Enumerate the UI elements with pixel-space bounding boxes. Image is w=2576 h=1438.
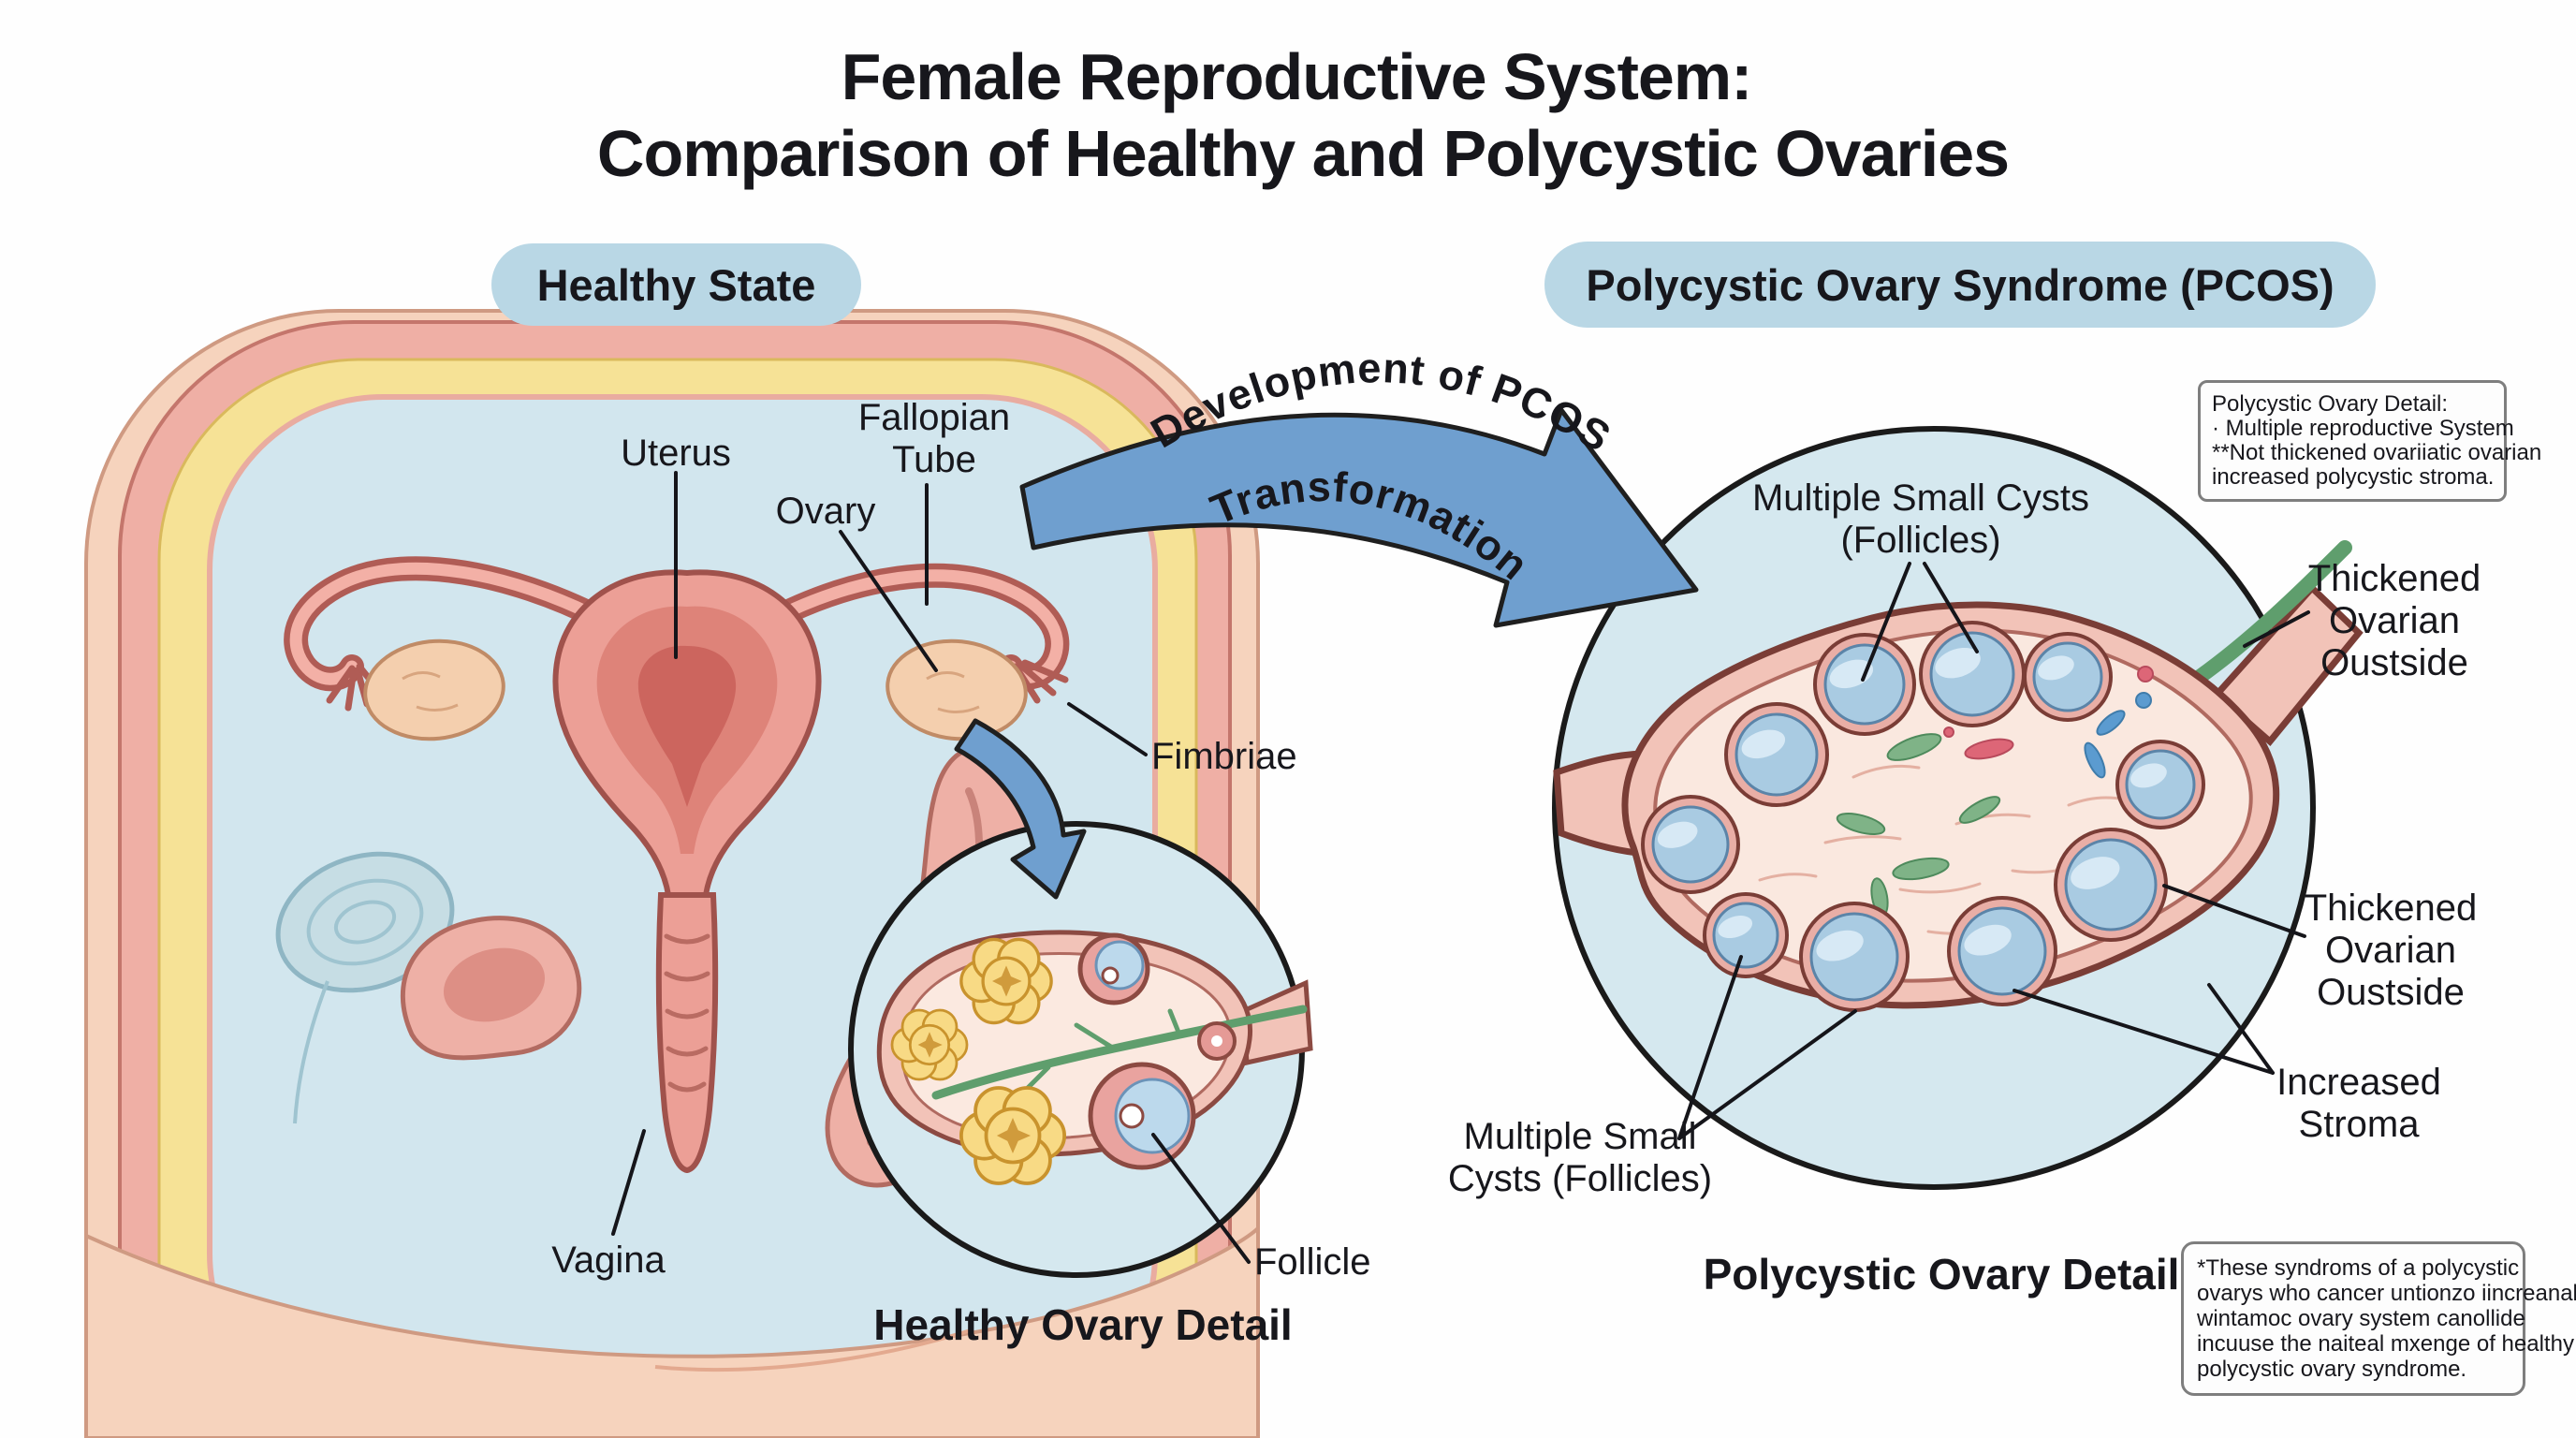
label-cysts-top: Multiple Small Cysts (Follicles) (1751, 477, 2090, 561)
label-cysts-bottom: Multiple Small Cysts (Follicles) (1447, 1116, 1713, 1199)
cyst (2115, 740, 2205, 829)
cyst (2054, 828, 2168, 942)
note-top-line: Polycystic Ovary Detail: (2212, 391, 2449, 417)
urethra-illustration (293, 980, 329, 1124)
note-bottom-line: wintamoc ovary system canollide (2197, 1306, 2525, 1331)
label-fallopian-tube: Fallopian Tube (857, 397, 1011, 480)
transformation-arrow (1019, 407, 1699, 628)
cyst (1799, 902, 1910, 1012)
cyst (1947, 896, 2057, 1006)
cyst (1641, 795, 1740, 894)
note-bottom-line: incuuse the naiteal mxenge of healthy (2197, 1331, 2574, 1357)
label-vagina: Vagina (551, 1240, 666, 1281)
note-bottom-line: ovarys who cancer untionzo iincreanal (2197, 1281, 2576, 1306)
pcos-badge: Polycystic Ovary Syndrome (PCOS) (1544, 242, 2376, 328)
healthy-detail-caption: Healthy Ovary Detail (873, 1300, 1293, 1349)
ovary-right-illustration (886, 638, 1028, 741)
corpus-luteum (959, 937, 1053, 1025)
corpus-luteum (890, 1008, 969, 1081)
cyst (2023, 632, 2113, 722)
page-title-line1: Female Reproductive System: (841, 40, 1753, 113)
leader-lines (611, 471, 2310, 1264)
bowel-inner (443, 947, 546, 1022)
label-thickened-top: Thickened Ovarian Oustside (2307, 558, 2481, 683)
label-follicle: Follicle (1254, 1241, 1371, 1283)
pcos-note-box-top: Polycystic Ovary Detail: · Multiple repr… (2198, 380, 2542, 502)
label-increased-stroma: Increased Stroma (2276, 1062, 2441, 1145)
note-top-line: · Multiple reproductive System (2212, 416, 2514, 441)
follicle-illustration-large (1088, 1062, 1196, 1170)
label-thickened-mid: Thickened Ovarian Oustside (2304, 888, 2478, 1013)
label-fimbriae: Fimbriae (1151, 736, 1297, 777)
label-ovary: Ovary (775, 491, 876, 532)
healthy-state-badge: Healthy State (491, 243, 861, 326)
follicle-dot (1211, 1035, 1222, 1047)
vagina-illustration (655, 892, 719, 1174)
healthy-ovary-detail-illustration (848, 821, 1313, 1278)
cyst (1919, 621, 2026, 727)
note-bottom-line: polycystic ovary syndrome. (2197, 1357, 2467, 1382)
label-uterus: Uterus (621, 433, 731, 474)
cyst (1813, 633, 1916, 736)
bladder-illustration (275, 851, 455, 993)
follicle-illustration-small (1077, 932, 1150, 1005)
ovary-left-illustration (363, 638, 505, 741)
corpus-luteum (959, 1086, 1066, 1185)
uterus-illustration (552, 569, 822, 898)
cyst (1724, 702, 1829, 807)
cyst (1703, 892, 1789, 978)
pcos-ovary-detail-illustration (1552, 426, 2364, 1190)
page-title-line2: Comparison of Healthy and Polycystic Ova… (596, 117, 2010, 190)
note-top-line: increased polycystic stroma. (2212, 464, 2495, 490)
note-bottom-line: *These syndroms of a polycystic (2197, 1255, 2520, 1281)
pcos-detail-caption: Polycystic Ovary Detail (1703, 1250, 2180, 1299)
detail-zoom-arrow (954, 718, 1087, 900)
note-top-line: **Not thickened ovariiatic ovarian (2212, 440, 2542, 465)
lower-body-flesh (84, 1224, 1260, 1438)
pcos-note-box-bottom: *These syndroms of a polycystic ovarys w… (2181, 1241, 2576, 1396)
skin-crease (654, 1328, 974, 1372)
